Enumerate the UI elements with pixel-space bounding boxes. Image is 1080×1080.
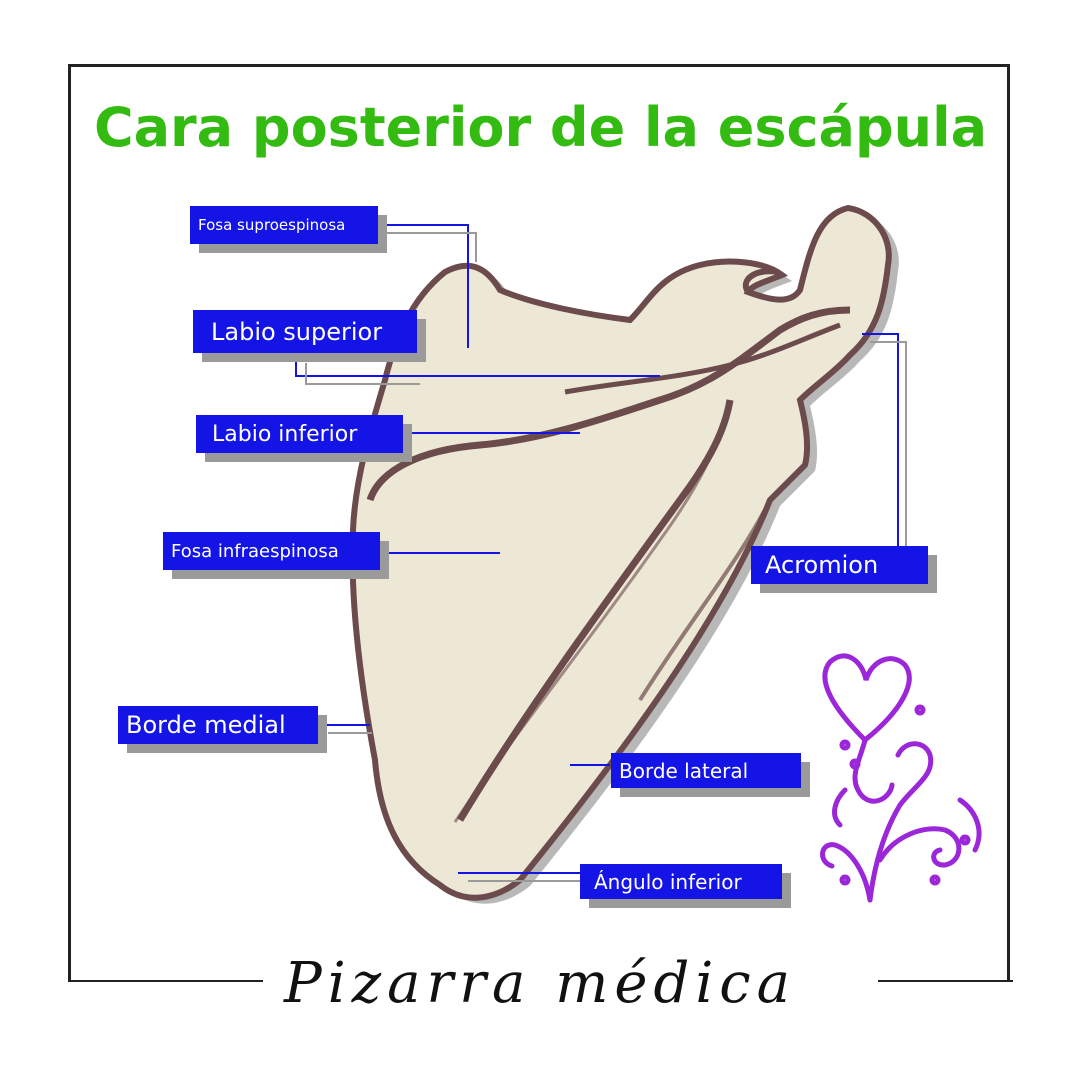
label-acromion: Acromion bbox=[751, 546, 928, 584]
label-labio-superior: Labio superior bbox=[193, 310, 417, 353]
scapula-body bbox=[349, 204, 892, 901]
heart-ornament bbox=[820, 653, 982, 903]
leader-line-shadows bbox=[305, 232, 907, 882]
lateral-pillar-inner bbox=[453, 419, 727, 823]
frame-border bbox=[68, 64, 1010, 980]
label-angulo-inferior: Ángulo inferior bbox=[580, 864, 782, 899]
leader-lines bbox=[295, 224, 899, 874]
label-borde-lateral: Borde lateral bbox=[611, 753, 801, 788]
lateral-border-inner bbox=[638, 499, 772, 702]
label-fosa-infraespinosa: Fosa infraespinosa bbox=[163, 532, 380, 570]
signature-text: Pizarra médica bbox=[283, 951, 796, 1016]
spine-upper-edge bbox=[366, 306, 851, 502]
coracoid-curl bbox=[743, 268, 779, 294]
label-borde-medial: Borde medial bbox=[118, 706, 318, 744]
label-labio-inferior: Labio inferior bbox=[196, 415, 403, 453]
signature-logo: Pizarra médica bbox=[283, 951, 796, 1016]
bottom-line-left bbox=[68, 980, 263, 982]
bottom-line-right bbox=[878, 980, 1013, 982]
diagram-title: Cara posterior de la escápula bbox=[93, 96, 988, 159]
labio-superior-line bbox=[564, 322, 841, 395]
label-fosa-supraespinosa: Fosa suproespinosa bbox=[190, 206, 378, 244]
